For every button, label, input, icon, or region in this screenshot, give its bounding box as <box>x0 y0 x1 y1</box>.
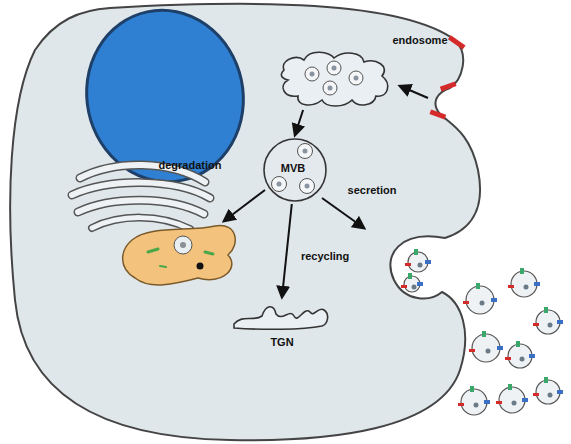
mvb-outline <box>264 139 326 201</box>
vesicle-cargo <box>332 66 337 71</box>
exosome-group <box>401 249 563 415</box>
exosome <box>401 273 423 292</box>
pathway-label: secretion <box>346 184 399 197</box>
exosome <box>463 283 497 314</box>
vesicle <box>305 67 319 81</box>
vesicle-cargo <box>277 182 282 187</box>
exosome <box>458 386 490 415</box>
secretion-arrow <box>322 198 364 228</box>
vesicle-cargo <box>354 76 359 81</box>
vesicle <box>327 61 341 75</box>
vesicle <box>323 81 337 95</box>
exosome <box>533 377 563 404</box>
pathway-label: degradation <box>157 159 224 172</box>
endocytosis-arrow <box>400 86 428 98</box>
pathway-arrow <box>282 204 292 297</box>
vesicle <box>349 71 363 85</box>
exosome <box>508 268 540 297</box>
vesicle-cargo <box>310 72 315 77</box>
exosome <box>496 384 528 413</box>
exosome <box>533 307 563 334</box>
edge-label: recycling <box>299 250 351 263</box>
node-label: endosome <box>392 34 447 47</box>
endosome-shape <box>278 48 392 108</box>
exosome <box>469 331 503 362</box>
exosome <box>505 341 535 368</box>
vesicle <box>300 179 315 194</box>
vesicle <box>298 144 313 159</box>
vesicle-cargo <box>303 149 308 154</box>
tgn-shape <box>232 300 332 330</box>
endosome: endosome <box>278 48 392 108</box>
node-label: MVB <box>281 162 305 175</box>
degradation-arrow <box>224 190 265 221</box>
node-label: TGN <box>270 336 293 349</box>
vesicle-cargo <box>328 86 333 91</box>
nucleus <box>71 0 259 196</box>
receptor <box>429 35 465 119</box>
endosome-outline <box>281 52 387 106</box>
golgi-stack <box>72 165 210 229</box>
tgn: TGN <box>232 300 332 330</box>
lysosome <box>123 226 236 285</box>
mvb-circle: MVB <box>263 138 327 202</box>
pathway-arrow <box>295 110 303 135</box>
vesicle <box>272 177 287 192</box>
vesicle-cargo <box>305 184 310 189</box>
cell-membrane <box>10 4 480 440</box>
tgn-outline <box>234 307 328 330</box>
exosome <box>405 249 431 272</box>
